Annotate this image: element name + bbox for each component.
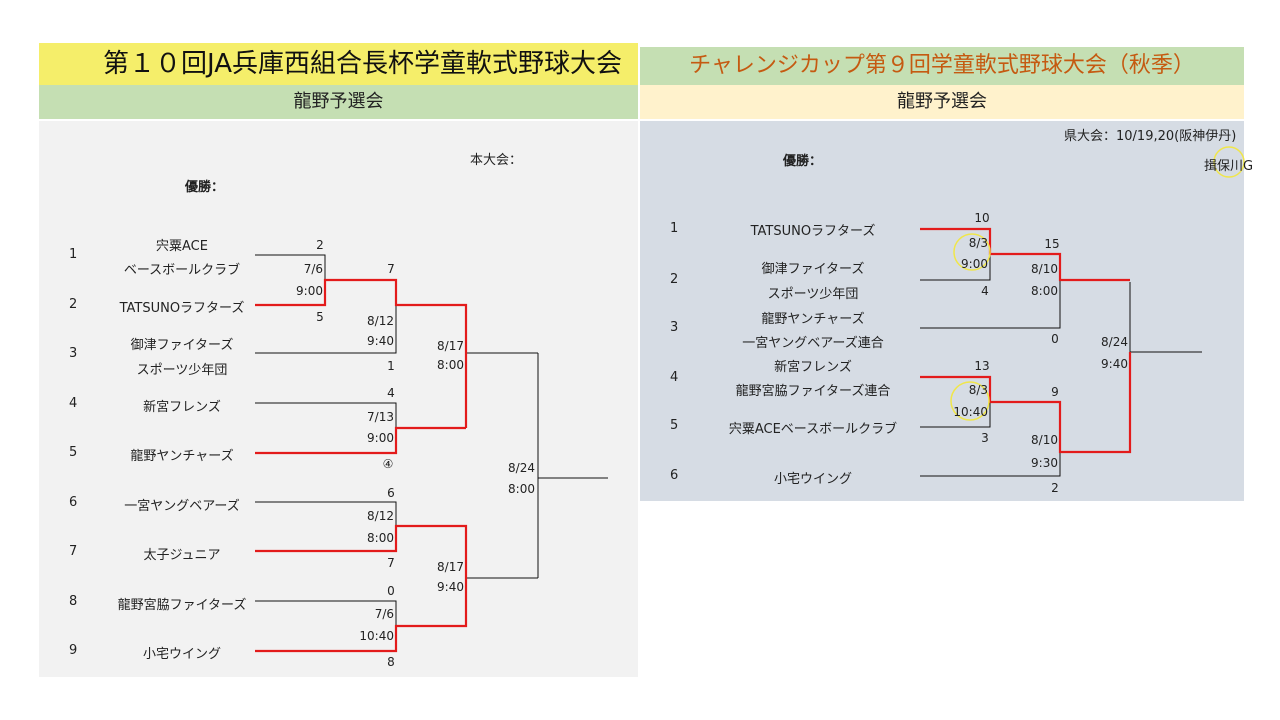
left-team-name: スポーツ少年団 [136,363,228,378]
right-seed: 2 [670,272,679,287]
match-time: 9:00 [296,284,323,298]
match-date: 8/10 [1031,433,1058,447]
match-score: 5 [316,310,324,324]
match-score: 0 [1051,332,1059,346]
left-team-name: TATSUNOラフターズ [119,301,245,316]
left-main-tournament-label: 本大会： [470,153,523,168]
match-score: 6 [387,486,395,500]
right-team-name: 一宮ヤングベアーズ連合 [742,336,884,351]
match-time: 8:00 [1031,284,1058,298]
left-seed: 7 [69,544,78,559]
venue-label: 揖保川G [1204,159,1254,174]
right-seed: 3 [670,320,679,335]
match-score: 4 [387,386,395,400]
match-date: 8/3 [968,383,988,397]
left-tournament-title: 第１０回JA兵庫西組合長杯学童軟式野球大会 [39,43,638,85]
final-time: 9:40 [1101,357,1128,371]
match-score: 2 [316,238,324,252]
match-score: 9 [1051,385,1059,399]
match-date: 8/12 [367,314,394,328]
left-seed: 9 [69,643,78,658]
prefecture-tournament-label: 県大会：10/19,20(阪神伊丹) [1064,129,1237,144]
match-time: 8:00 [367,531,394,545]
left-seed: 3 [69,346,78,361]
match-time: 9:00 [961,257,988,271]
right-team-name: 龍野宮脇ファイターズ連合 [735,384,891,399]
left-seed: 2 [69,297,78,312]
right-team-name: 御津ファイターズ [761,262,865,277]
match-date: 7/6 [303,262,323,276]
left-subtitle: 龍野予選会 [39,85,638,119]
right-seed: 6 [670,468,679,483]
match-score: 8 [387,655,395,669]
final-time: 8:00 [508,482,535,496]
match-score: 7 [387,556,395,570]
right-team-name: 宍粟ACEベースボールクラブ [728,422,898,437]
right-bracket-panel [640,121,1244,501]
left-team-name: 一宮ヤングベアーズ [124,499,240,514]
left-team-name: 宍粟ACE [156,239,208,254]
match-date: 8/12 [367,509,394,523]
final-date: 8/24 [1101,335,1128,349]
right-seed: 5 [670,418,679,433]
left-seed: 5 [69,445,78,460]
right-winner-label: 優勝： [783,154,823,169]
match-score: 3 [981,431,989,445]
left-winner-label: 優勝： [185,180,225,195]
match-time: 8:00 [437,358,464,372]
left-seed: 8 [69,594,78,609]
match-score: ④ [382,457,394,471]
left-team-name: 新宮フレンズ [143,400,221,415]
match-time: 9:40 [437,580,464,594]
match-score: 10 [974,211,990,225]
match-score: 1 [387,359,395,373]
match-date: 8/10 [1031,262,1058,276]
match-score: 13 [974,359,990,373]
left-seed: 1 [69,247,78,262]
right-subtitle: 龍野予選会 [640,85,1244,119]
right-team-name: 小宅ウイング [773,472,853,487]
match-date: 8/3 [968,236,988,250]
match-time: 9:30 [1031,456,1058,470]
right-seed: 1 [670,221,679,236]
match-date: 7/6 [374,607,394,621]
match-date: 7/13 [367,410,394,424]
left-team-name: 小宅ウイング [142,647,222,662]
match-time: 10:40 [953,405,988,419]
final-date: 8/24 [508,461,535,475]
right-team-name: TATSUNOラフターズ [750,224,876,239]
left-seed: 4 [69,396,78,411]
match-time: 10:40 [359,629,394,643]
right-tournament-title: チャレンジカップ第９回学童軟式野球大会（秋季） [640,47,1244,85]
match-score: 7 [387,262,395,276]
match-time: 9:00 [367,431,394,445]
left-team-name: 龍野ヤンチャーズ [130,449,234,464]
left-team-name: 御津ファイターズ [130,338,234,353]
match-score: 4 [981,284,989,298]
match-time: 9:40 [367,334,394,348]
left-team-name: ベースボールクラブ [123,263,241,278]
match-date: 8/17 [437,339,464,353]
right-team-name: スポーツ少年団 [767,287,859,302]
right-team-name: 龍野ヤンチャーズ [761,312,865,327]
match-score: 15 [1044,237,1060,251]
left-seed: 6 [69,495,78,510]
match-score: 2 [1051,481,1059,495]
right-seed: 4 [670,370,679,385]
match-date: 8/17 [437,560,464,574]
right-team-name: 新宮フレンズ [774,360,852,375]
left-team-name: 龍野宮脇ファイターズ [117,598,247,613]
left-team-name: 太子ジュニア [143,548,221,563]
match-score: 0 [387,584,395,598]
